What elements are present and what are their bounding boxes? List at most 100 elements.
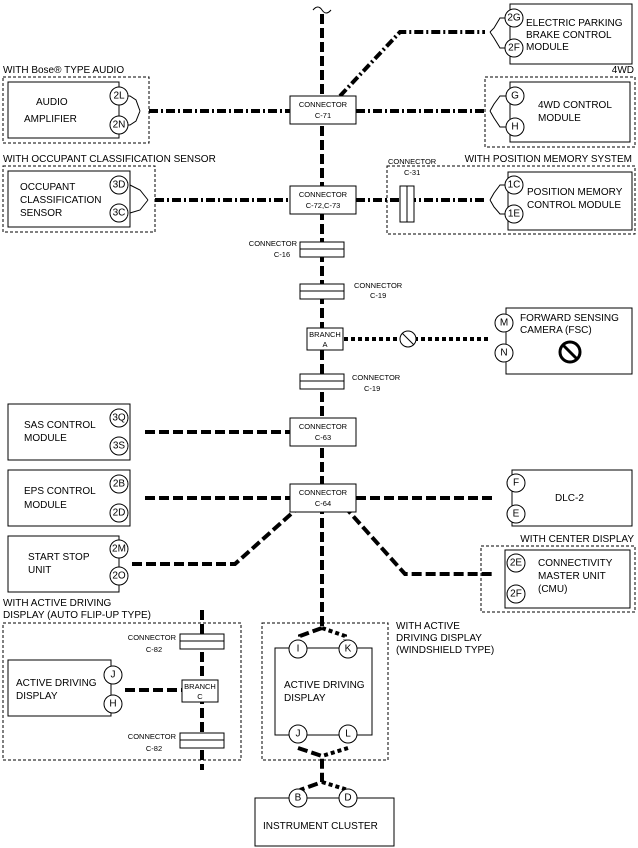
svg-text:CONNECTIVITY: CONNECTIVITY [538, 558, 613, 569]
svg-text:4WD CONTROL: 4WD CONTROL [538, 100, 612, 111]
adp-flip-group-label-1: WITH ACTIVE DRIVING [3, 598, 112, 609]
svg-text:C-16: C-16 [274, 250, 290, 259]
svg-text:C-19: C-19 [370, 291, 386, 300]
ocs-module: OCCUPANT CLASSIFICATION SENSOR [7, 170, 149, 228]
branch-c: BRANCH C [181, 679, 219, 703]
svg-text:POSITION MEMORY: POSITION MEMORY [527, 187, 623, 198]
connector-c19-upper: CONNECTOR C-19 [299, 281, 403, 300]
pin-ocs-hi: 3D [109, 175, 129, 195]
svg-text:CONNECTOR: CONNECTOR [249, 239, 298, 248]
svg-text:C-31: C-31 [404, 168, 420, 177]
pin-dlc-hi: F [506, 473, 526, 493]
pin-awd-hi: G [505, 86, 525, 106]
svg-text:START STOP: START STOP [28, 552, 90, 563]
svg-text:CAMERA (FSC): CAMERA (FSC) [520, 325, 592, 336]
svg-text:FORWARD SENSING: FORWARD SENSING [520, 313, 619, 324]
center-display-group-label: WITH CENTER DISPLAY [520, 534, 634, 545]
svg-text:SAS CONTROL: SAS CONTROL [24, 420, 96, 431]
svg-text:CONNECTOR: CONNECTOR [299, 422, 348, 431]
svg-text:AUDIO: AUDIO [36, 97, 68, 108]
fsc-module: FORWARD SENSING CAMERA (FSC) [505, 307, 633, 375]
connector-c16: CONNECTOR C-16 [249, 239, 345, 259]
svg-text:MODULE: MODULE [538, 113, 581, 124]
pin-label: I [297, 644, 300, 655]
pin-label: 3Q [112, 413, 126, 424]
pin-awd-lo: H [505, 117, 525, 137]
branch-a: BRANCH A [306, 327, 344, 351]
svg-text:CONNECTOR: CONNECTOR [299, 100, 348, 109]
pin-epb-lo: 2F [504, 38, 524, 58]
cmu-wire [342, 504, 495, 576]
pin-label: 2O [112, 571, 126, 582]
connector-c71: CONNECTOR C-71 [289, 95, 357, 125]
connector-c64: CONNECTOR C-64 [289, 483, 357, 513]
pin-dlc-lo: E [506, 504, 526, 524]
bose-group-box [2, 76, 150, 144]
pin-label: 2B [113, 479, 126, 490]
svg-text:A: A [322, 340, 327, 349]
pin-fsc-lo: N [494, 343, 514, 363]
instrument-cluster-module: INSTRUMENT CLUSTER [254, 797, 395, 847]
svg-text:INSTRUMENT CLUSTER: INSTRUMENT CLUSTER [263, 821, 378, 832]
pin-epb-hi: 2G [504, 8, 524, 28]
svg-text:C-72,C-73: C-72,C-73 [306, 201, 341, 210]
svg-text:CONTROL MODULE: CONTROL MODULE [527, 200, 621, 211]
pin-adpf-lo: H [103, 694, 123, 714]
svg-text:BRANCH: BRANCH [184, 682, 216, 691]
pin-label: 1E [508, 209, 521, 220]
pin-adpw-top-hi: I [288, 639, 308, 659]
center-display-group-box [480, 545, 636, 613]
pin-ssu-lo: 2O [109, 566, 129, 586]
pin-adpw-bot-hi: J [288, 724, 308, 744]
adp-flip-module: ACTIVE DRIVING DISPLAY [7, 659, 112, 717]
svg-text:MODULE: MODULE [526, 42, 569, 53]
pin-sas-hi: 3Q [109, 408, 129, 428]
pin-label: 2M [112, 544, 126, 555]
svg-text:CONNECTOR: CONNECTOR [388, 157, 437, 166]
svg-text:CONNECTOR: CONNECTOR [128, 732, 177, 741]
ssu-wire [132, 504, 302, 566]
pin-fsc-hi: M [494, 313, 514, 333]
pin-ssu-hi: 2M [109, 539, 129, 559]
pin-ic-lo: D [338, 788, 358, 808]
awd-group-box [484, 76, 636, 148]
pin-sas-lo: 3S [109, 436, 129, 456]
pin-adpw-top-lo: K [338, 639, 358, 659]
pin-label: N [500, 348, 507, 359]
pin-pm-hi: 1C [504, 175, 524, 195]
adp-wind-module: ACTIVE DRIVING DISPLAY [274, 647, 373, 736]
pin-label: 2L [113, 91, 125, 102]
pin-label: J [296, 729, 301, 740]
svg-text:UNIT: UNIT [28, 565, 51, 576]
pin-label: 3C [113, 208, 126, 219]
pin-label: H [109, 699, 116, 710]
eps-control-module: EPS CONTROL MODULE [7, 469, 131, 527]
trunk-wave-top [312, 6, 332, 14]
awd-group-label: 4WD [612, 65, 634, 76]
pin-label: 3D [113, 180, 126, 191]
svg-text:C: C [197, 692, 203, 701]
adpw-to-ic-lo [321, 746, 349, 792]
pin-label: 2G [507, 13, 521, 24]
svg-text:MODULE: MODULE [24, 500, 67, 511]
pin-label: 2F [508, 43, 520, 54]
epb-control-module: ELECTRIC PARKING BRAKE CONTROL MODULE [489, 3, 633, 65]
pin-label: F [513, 478, 519, 489]
pin-pm-lo: 1E [504, 204, 524, 224]
adpw-trunk-split-lo [321, 626, 347, 640]
pin-audio-hi: 2L [109, 86, 129, 106]
svg-text:CONNECTOR: CONNECTOR [299, 488, 348, 497]
pin-label: M [500, 318, 508, 329]
connector-c31: CONNECTOR C-31 [388, 157, 437, 223]
svg-text:C-64: C-64 [315, 499, 331, 508]
svg-text:CONNECTOR: CONNECTOR [299, 190, 348, 199]
position-memory-module: POSITION MEMORY CONTROL MODULE [489, 171, 633, 231]
pin-label: 3S [113, 441, 126, 452]
svg-text:C-63: C-63 [315, 433, 331, 442]
svg-text:EPS CONTROL: EPS CONTROL [24, 486, 96, 497]
svg-text:AMPLIFIER: AMPLIFIER [24, 114, 77, 125]
svg-text:C-71: C-71 [315, 111, 331, 120]
pin-label: 1C [508, 180, 521, 191]
pin-eps-lo: 2D [109, 503, 129, 523]
